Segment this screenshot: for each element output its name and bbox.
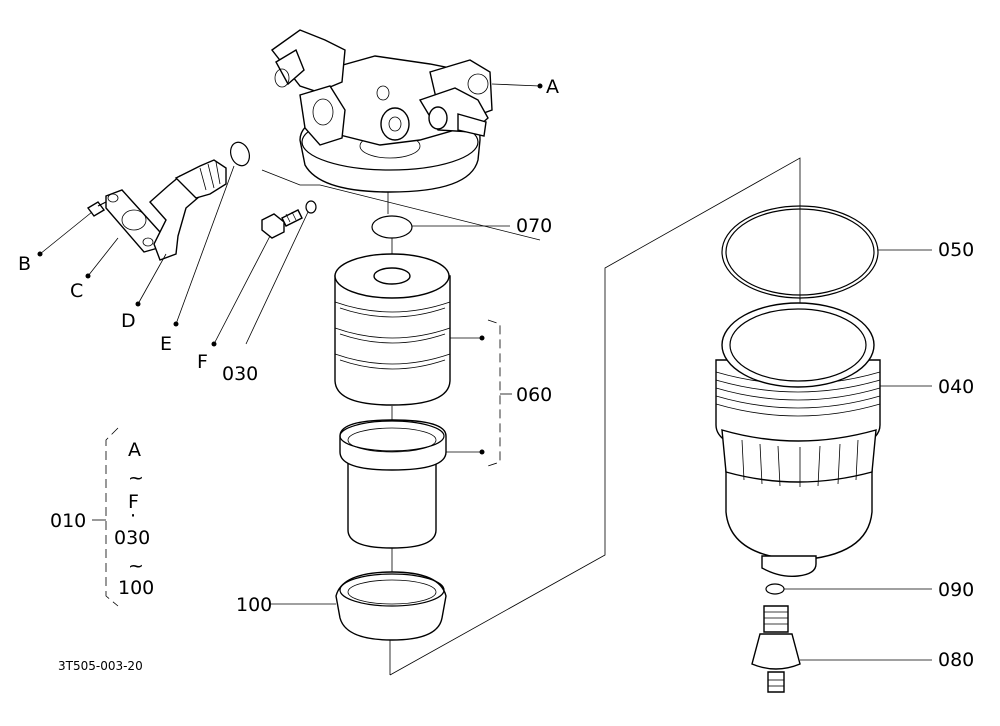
part-100-ring bbox=[335, 571, 447, 641]
range-start: A bbox=[128, 439, 141, 461]
range-end: 100 bbox=[118, 577, 154, 599]
part-060-cup bbox=[339, 419, 447, 549]
label-050: 050 bbox=[938, 239, 974, 261]
label-e: E bbox=[160, 333, 172, 355]
part-060-element bbox=[334, 253, 451, 406]
range-mid: F bbox=[128, 491, 139, 513]
label-b: B bbox=[18, 253, 31, 275]
range-mid-2: 030 bbox=[114, 527, 150, 549]
part-f-bleed-screw bbox=[261, 209, 303, 239]
label-080: 080 bbox=[938, 649, 974, 671]
label-c: C bbox=[70, 280, 83, 302]
label-f: F bbox=[197, 351, 208, 373]
part-030-oring bbox=[305, 200, 317, 214]
part-070-oring bbox=[371, 215, 413, 239]
label-030: 030 bbox=[222, 363, 258, 385]
leader-lines bbox=[37, 83, 932, 661]
range-010-list: A ~ F · 030 ~ 100 bbox=[114, 439, 154, 599]
drawing-code: 3T505-003-20 bbox=[58, 659, 143, 673]
label-100: 100 bbox=[236, 594, 272, 616]
range-tilde-2: ~ bbox=[128, 555, 144, 577]
label-010: 010 bbox=[50, 510, 86, 532]
label-060: 060 bbox=[516, 384, 552, 406]
label-d: D bbox=[121, 310, 136, 332]
part-d-lever bbox=[149, 159, 227, 261]
part-090-oring bbox=[765, 583, 785, 595]
part-080-drain-plug bbox=[751, 605, 801, 693]
part-e-oring bbox=[229, 141, 251, 167]
label-a: A bbox=[546, 76, 559, 98]
filter-head bbox=[261, 29, 493, 193]
label-090: 090 bbox=[938, 579, 974, 601]
label-040: 040 bbox=[938, 376, 974, 398]
range-tilde-1: ~ bbox=[128, 467, 144, 489]
part-040-bowl bbox=[715, 302, 881, 578]
label-070: 070 bbox=[516, 215, 552, 237]
range-dot: · bbox=[130, 505, 136, 527]
